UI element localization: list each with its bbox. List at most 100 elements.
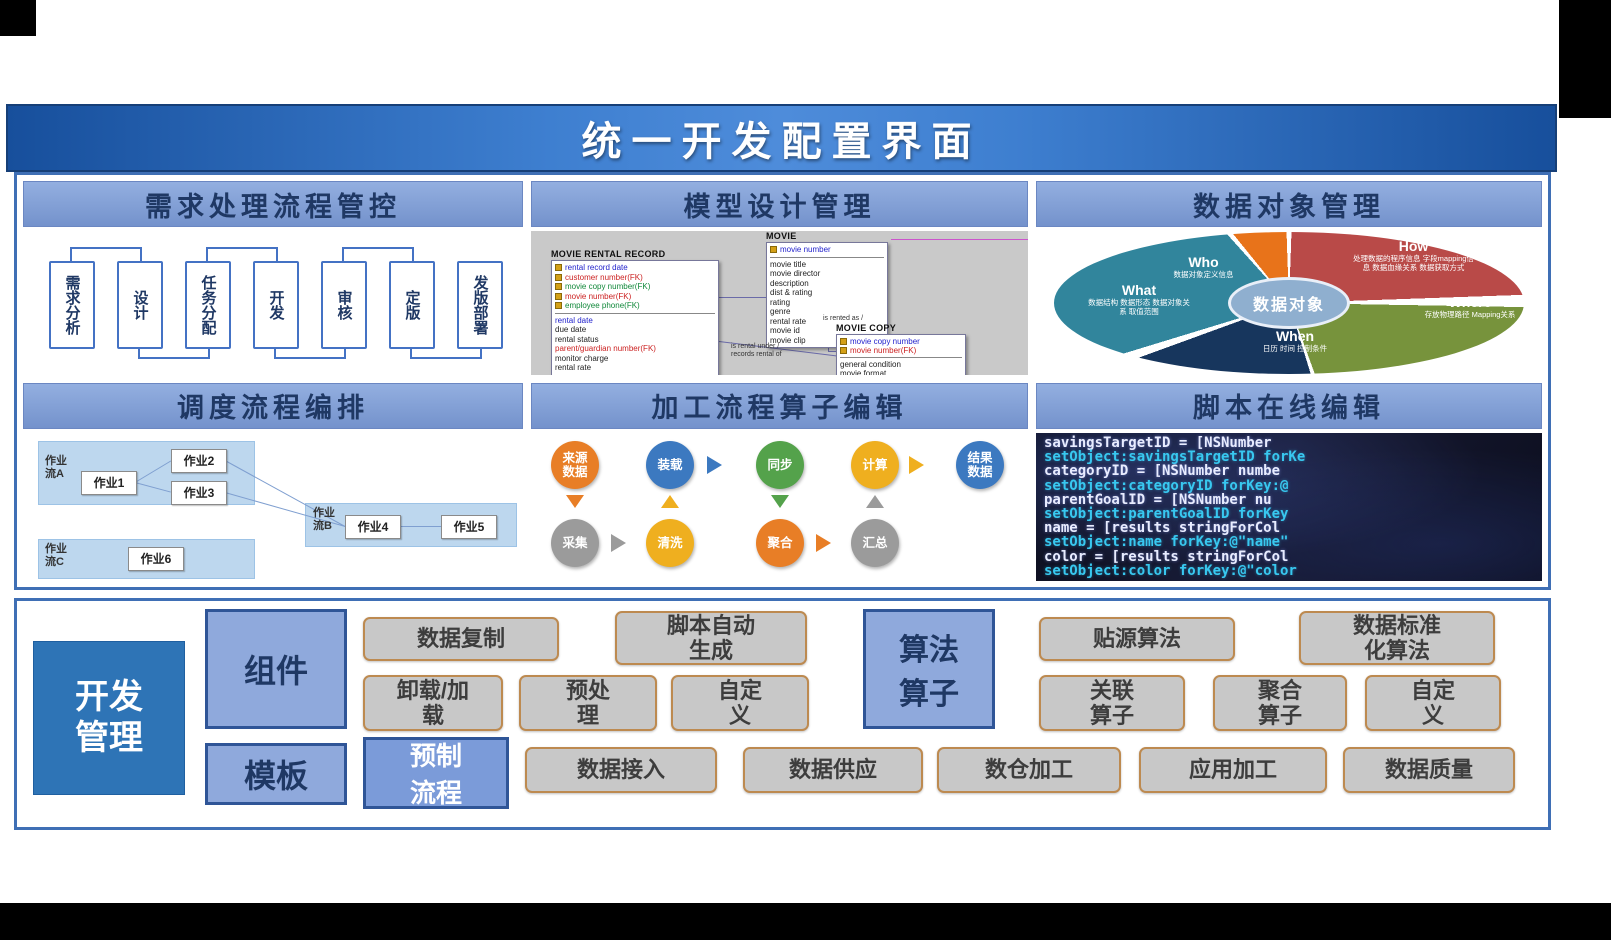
er-row: parent/guardian number(FK)	[555, 344, 656, 353]
flow-step-design: 设计	[117, 261, 163, 349]
er-row: dist & rating	[770, 288, 813, 297]
er-separator	[840, 357, 962, 358]
op-node-collect: 采集	[551, 518, 599, 567]
pie-segment-how: How 处理数据的程序信息 字段mapping信息 数据血缘关系 数据获取方式	[1351, 238, 1476, 273]
op-node-aggregate: 聚合	[756, 518, 804, 567]
er-row: customer number(FK)	[555, 273, 715, 283]
chip-aggregate-operator: 聚合算子	[1213, 675, 1347, 731]
flow-connector	[70, 247, 142, 261]
code-line: setObject:parentGoalID forKey	[1044, 505, 1289, 522]
er-table-title: MOVIE	[766, 231, 797, 241]
panel-data-object: 数据对象管理 Who 数据对象定义信息 How 处理数据的程序信息 字段mapp…	[1036, 181, 1542, 375]
job-box-2: 作业2	[171, 448, 227, 473]
er-separator	[770, 256, 884, 258]
relationship-line	[891, 239, 1028, 240]
panel-scheduling-title: 调度流程编排	[23, 382, 523, 429]
black-corner	[0, 0, 36, 36]
code-line: color = [results stringForCol	[1044, 548, 1289, 565]
code-line: setObject:categoryID forKey:@	[1044, 477, 1289, 494]
panel-data-object-title: 数据对象管理	[1036, 181, 1542, 227]
panel-script-editor: 脚本在线编辑 savingsTargetID = [NSNumber setOb…	[1036, 382, 1542, 581]
pie-segment-name: Who	[1188, 254, 1219, 270]
op-node-summarize: 汇总	[851, 518, 899, 567]
er-row: employee phone(FK)	[555, 301, 715, 311]
chip-data-supply: 数据供应	[743, 747, 923, 793]
er-table-title: MOVIE COPY	[836, 323, 897, 333]
er-row: genre	[770, 307, 791, 316]
er-row: due date	[555, 325, 587, 334]
flow-connector	[342, 247, 414, 261]
job-group-c-label: 作业流C	[45, 542, 67, 568]
er-row: movie copy number(FK)	[555, 282, 715, 292]
er-table-rental-record: MOVIE RENTAL RECORD rental record date c…	[551, 249, 719, 375]
panel-requirements: 需求处理流程管控 需求分析 设计 任务分配 开发 审核 定版 发版部署	[23, 181, 523, 375]
er-row: movie id	[770, 326, 800, 335]
chip-data-ingest: 数据接入	[525, 747, 717, 793]
er-row: movie copy number	[840, 337, 962, 346]
arrow-up-icon	[866, 494, 884, 508]
er-row: movie clip	[770, 335, 806, 345]
flow-connector	[274, 345, 346, 359]
er-row: rental status	[555, 334, 599, 344]
operator-flow: 来源数据 装载 同步 计算 结果数据 采集 清洗 聚合 汇总	[531, 432, 1028, 581]
job-link	[399, 525, 441, 527]
code-line: setObject:name forKey:@"name"	[1044, 534, 1289, 551]
chip-source-algo: 贴源算法	[1039, 617, 1235, 661]
er-row: rental date	[555, 315, 593, 325]
op-node-compute: 计算	[851, 440, 899, 489]
op-node-load: 装载	[646, 440, 694, 489]
code-line: categoryID = [NSNumber numbe	[1044, 463, 1281, 480]
flow-step-release: 发版部署	[457, 261, 503, 349]
er-row: movie title	[770, 259, 807, 269]
chip-data-quality: 数据质量	[1343, 747, 1515, 793]
pie-segment-desc: 处理数据的程序信息 字段mapping信息 数据血缘关系 数据获取方式	[1353, 254, 1474, 272]
flow-step-review: 审核	[321, 261, 367, 349]
black-strip-right	[1559, 0, 1611, 118]
job-box-4: 作业4	[345, 514, 401, 539]
er-row: description	[770, 278, 809, 288]
er-row: rental record date	[555, 263, 715, 273]
flow-connector	[410, 345, 482, 359]
group-algorithms: 算法算子	[863, 609, 995, 729]
flow-step-develop: 开发	[253, 261, 299, 349]
code-editor: savingsTargetID = [NSNumber setObject:sa…	[1036, 433, 1542, 581]
pie-center-label: 数据对象	[1228, 276, 1350, 329]
pie-segment-where: Where 存放物理路径 Mapping关系	[1416, 294, 1524, 320]
relationship-label-line1: is rental under /	[731, 343, 780, 350]
op-node-clean: 清洗	[646, 518, 694, 567]
er-row: movie number	[770, 245, 884, 255]
relationship-line	[828, 351, 838, 352]
code-line: parentGoalID = [NSNumber nu	[1044, 491, 1272, 508]
requirements-flowchart: 需求分析 设计 任务分配 开发 审核 定版 发版部署	[23, 231, 523, 375]
relationship-label-line2: records rental of	[731, 351, 782, 358]
er-row: movie number(FK)	[840, 346, 962, 355]
er-table-movie-copy: MOVIE COPY movie copy number movie numbe…	[836, 323, 966, 375]
op-node-result: 结果数据	[956, 440, 1004, 489]
er-diagram: MOVIE RENTAL RECORD rental record date c…	[531, 231, 1028, 375]
panel-requirements-title: 需求处理流程管控	[23, 181, 523, 227]
op-node-sync: 同步	[756, 440, 804, 489]
arrow-right-icon	[611, 533, 626, 552]
panel-operator-editor: 加工流程算子编辑 来源数据 装载 同步 计算 结果数据 采集 清洗 聚合 汇总	[531, 382, 1028, 581]
er-row: monitor charge	[555, 353, 609, 363]
dev-management-label: 开发管理	[33, 641, 185, 795]
code-line: name = [results stringForCol	[1044, 520, 1281, 537]
pie-segment-name: How	[1398, 238, 1429, 254]
group-components: 组件	[205, 609, 347, 729]
scheduling-diagram: 作业流A 作业流B 作业流C 作业1 作业2 作业3 作业4 作业5 作业6	[23, 432, 523, 581]
panel-script-title: 脚本在线编辑	[1036, 382, 1542, 429]
job-box-6: 作业6	[128, 546, 184, 571]
er-row: rating	[770, 297, 791, 307]
er-row: movie format	[840, 369, 887, 375]
er-row: rental rate	[770, 316, 807, 326]
er-separator	[555, 312, 715, 314]
arrow-right-icon	[816, 533, 831, 552]
chip-custom-component: 自定义	[671, 675, 809, 731]
job-box-1: 作业1	[81, 470, 137, 495]
arrow-right-icon	[707, 455, 722, 474]
pie-segment-when: When 日历 时间 控制条件	[1249, 329, 1341, 354]
panel-model-title: 模型设计管理	[531, 181, 1028, 227]
pie-segment-name: Where	[1448, 294, 1492, 310]
relationship-line	[719, 297, 766, 298]
er-table-movie: MOVIE movie number movie title movie dir…	[766, 231, 888, 348]
